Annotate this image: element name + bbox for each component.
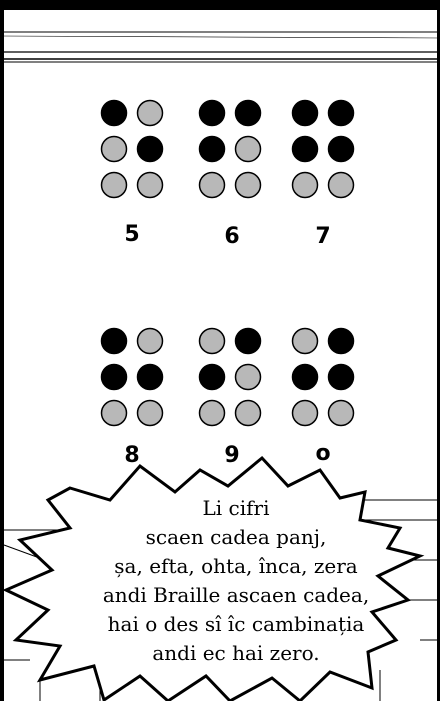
braille-dot-flat [138,401,163,426]
braille-dot-flat [329,173,354,198]
braille-dot-raised [293,365,318,390]
bubble-line: andi ec hai zero. [105,639,367,668]
braille-dot-flat [200,401,225,426]
braille-dot-raised [200,137,225,162]
bubble-line: andi Braille ascaen cadea, [45,581,427,610]
braille-dot-raised [236,101,261,126]
speech-bubble-text: Li cifri scaen cadea panj, șa, efta, oht… [105,494,367,668]
braille-dot-raised [329,329,354,354]
braille-dot-flat [293,173,318,198]
braille-dot-flat [200,329,225,354]
braille-dot-flat [236,173,261,198]
braille-dot-flat [293,329,318,354]
braille-dot-flat [102,401,127,426]
braille-dot-raised [200,101,225,126]
digit-label-9: 9 [212,443,252,468]
braille-dot-flat [102,173,127,198]
braille-dot-flat [236,137,261,162]
braille-dot-flat [200,173,225,198]
digit-label-8: 8 [112,443,152,468]
braille-dot-raised [293,101,318,126]
braille-dot-flat [138,101,163,126]
braille-dot-flat [293,401,318,426]
braille-dot-flat [138,173,163,198]
braille-dot-flat [329,401,354,426]
braille-dot-raised [329,365,354,390]
braille-dot-raised [138,365,163,390]
braille-dot-raised [236,329,261,354]
digit-label-6: 6 [212,224,252,249]
braille-dot-raised [329,137,354,162]
braille-dot-flat [102,137,127,162]
braille-dot-raised [293,137,318,162]
braille-dot-flat [236,401,261,426]
bubble-line: hai o des sî îc cambinația [45,610,427,639]
bubble-line: Li cifri [105,494,367,523]
braille-dot-raised [102,365,127,390]
digit-label-5: 5 [112,222,152,247]
digit-label-7: 7 [303,224,343,249]
braille-dot-flat [236,365,261,390]
digit-label-0: o [303,441,343,466]
braille-dot-raised [102,101,127,126]
braille-dot-flat [138,329,163,354]
braille-dot-raised [200,365,225,390]
braille-dot-raised [138,137,163,162]
bubble-line: scaen cadea panj, [105,523,367,552]
braille-dot-raised [102,329,127,354]
bubble-line: șa, efta, ohta, înca, zera [45,552,427,581]
braille-dot-raised [329,101,354,126]
